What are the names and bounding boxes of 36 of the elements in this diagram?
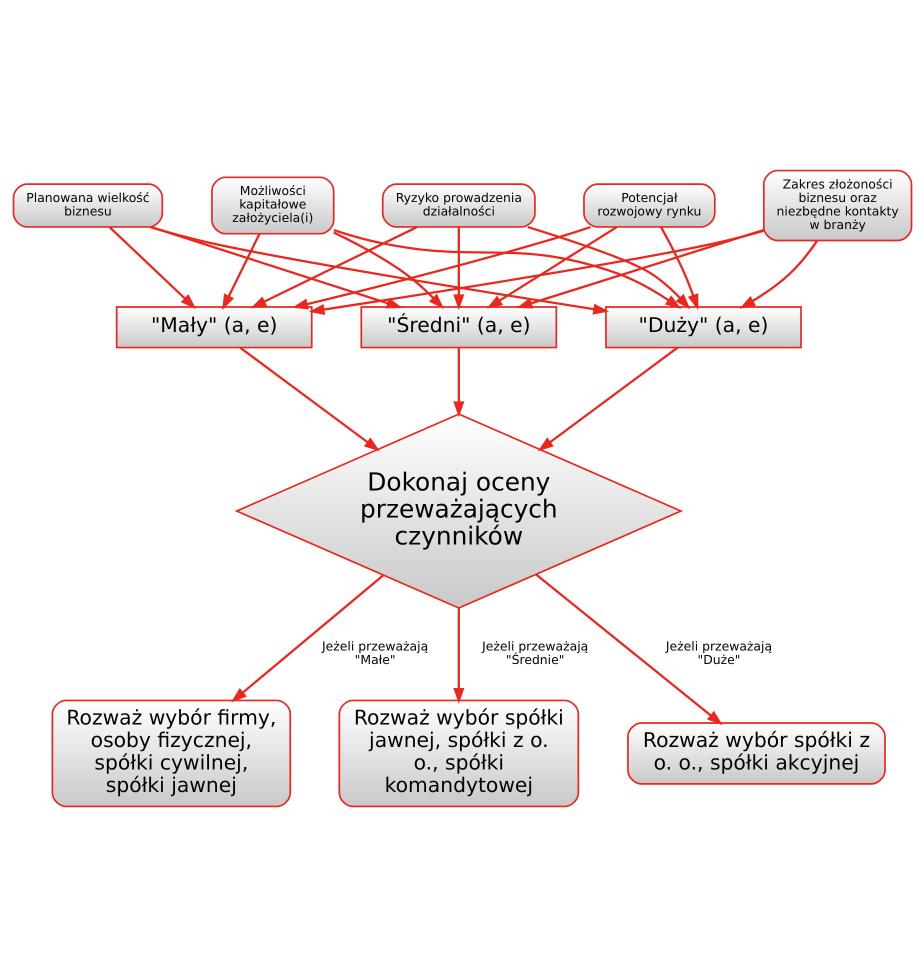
node-diamond: Dokonaj oceny przeważających czynników [234,412,683,608]
edge-label: Jeżeli przeważają "Małe" [322,638,428,667]
arrow [149,225,609,314]
arrow [516,228,764,308]
node-box: "Średni" (a, e) [360,306,557,348]
edge-label: Jeżeli przeważają "Duże" [665,638,772,667]
arrow [230,574,384,702]
arrow [452,226,464,310]
node-box: Rozważ wybór spółki jawnej, spółki z o. o., spółki komandytowej [338,699,579,807]
node-box: Rozważ wybór firmy, osoby fizycznej, spółki cywilnej, spółki jawnej [51,699,291,807]
arrow [222,232,260,310]
node-box: "Duży" (a, e) [604,306,802,348]
arrow [535,573,722,725]
arrow [452,347,464,417]
node-box: "Mały" (a, e) [115,306,312,348]
arrow [108,226,196,309]
arrow [527,225,690,309]
node-box: Potencjał rozwojowy rynku [582,182,716,228]
arrow [308,229,764,314]
node-box: Rozważ wybór spółki z o. o., spółki akcyjnej [626,722,886,784]
node-box: Zakres złożoności biznesu oraz niezbędne kontakty w branży [762,169,912,241]
arrow [239,346,380,451]
node-box: Możliwości kapitałowe założyciela(i) [210,176,334,234]
arrow [250,226,417,308]
arrow [659,226,698,310]
arrow [292,225,590,309]
node-box: Ryzyko prowadzenia działalności [381,182,536,228]
arrow [486,226,617,308]
arrow [739,240,818,308]
node-box: Planowana wielkość biznesu [12,182,163,228]
arrow [452,608,464,704]
arrow [332,228,681,308]
arrow [537,346,678,451]
edge-label: Jeżeli przeważają "Średnie" [482,638,588,667]
arrow [150,225,402,308]
arrow [332,231,444,308]
